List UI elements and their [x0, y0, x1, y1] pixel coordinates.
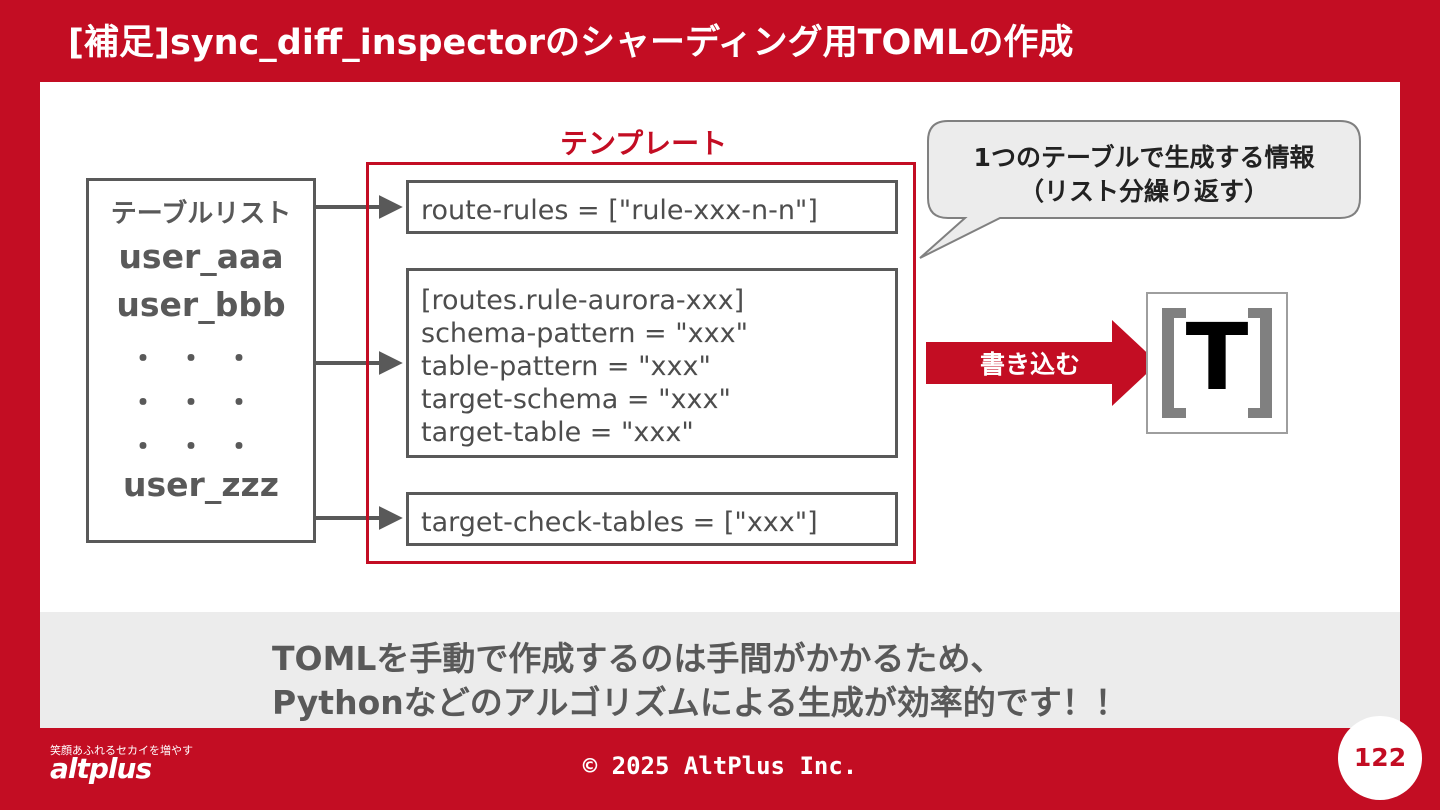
table-list-header: テーブルリスト	[110, 199, 292, 229]
page-number: 122	[1338, 716, 1422, 800]
slide-title: [補足]sync_diff_inspectorのシャーディング用TOMLの作成	[68, 23, 1074, 63]
routes-code-line: target-schema = "xxx"	[421, 384, 731, 415]
route-rules-box: route-rules = ["rule-xxx-n-n"]	[406, 180, 898, 234]
check-tables-box: target-check-tables = ["xxx"]	[406, 492, 898, 546]
speech-bubble	[919, 120, 1361, 259]
table-list-ellipsis: ・・・	[128, 430, 273, 463]
toml-bracket-icon	[1162, 308, 1272, 418]
table-list-item: user_zzz	[123, 465, 279, 504]
route-rules-code: route-rules = ["rule-xxx-n-n"]	[421, 195, 818, 226]
logo-wordmark: altplus	[50, 752, 152, 785]
toml-icon: T	[1146, 292, 1288, 434]
template-frame	[366, 162, 916, 564]
table-list-ellipsis: ・・・	[128, 386, 273, 419]
summary-band	[40, 612, 1400, 728]
routes-code-line: schema-pattern = "xxx"	[421, 318, 748, 349]
table-list-ellipsis: ・・・	[128, 342, 273, 375]
logo-tagline: 笑顔あふれるセカイを増やす	[50, 744, 193, 757]
routes-code-line: target-table = "xxx"	[421, 417, 694, 448]
template-label: テンプレート	[560, 127, 728, 160]
check-tables-code: target-check-tables = ["xxx"]	[421, 507, 818, 538]
routes-code-line: [routes.rule-aurora-xxx]	[421, 285, 745, 316]
summary-line2: Pythonなどのアルゴリズムによる生成が効率的です！！	[272, 683, 1128, 722]
copyright: © 2025 AltPlus Inc.	[582, 752, 858, 780]
table-list-item: user_bbb	[116, 285, 286, 324]
routes-code-line: table-pattern = "xxx"	[421, 351, 711, 382]
write-arrow	[926, 320, 1158, 406]
bubble-text-line1: 1つのテーブルで生成する情報	[973, 143, 1315, 172]
write-arrow-label: 書き込む	[979, 350, 1080, 379]
table-list-box: テーブルリスト user_aaa user_bbb ・・・ ・・・ ・・・ us…	[86, 178, 316, 543]
table-list-item: user_aaa	[118, 237, 284, 276]
bubble-text-line2: （リスト分繰り返す）	[1018, 177, 1269, 206]
toml-letter: T	[1185, 304, 1249, 411]
routes-block-box: [routes.rule-aurora-xxx] schema-pattern …	[406, 268, 898, 458]
summary-line1: TOMLを手動で作成するのは手間がかかるため、	[272, 639, 1004, 678]
